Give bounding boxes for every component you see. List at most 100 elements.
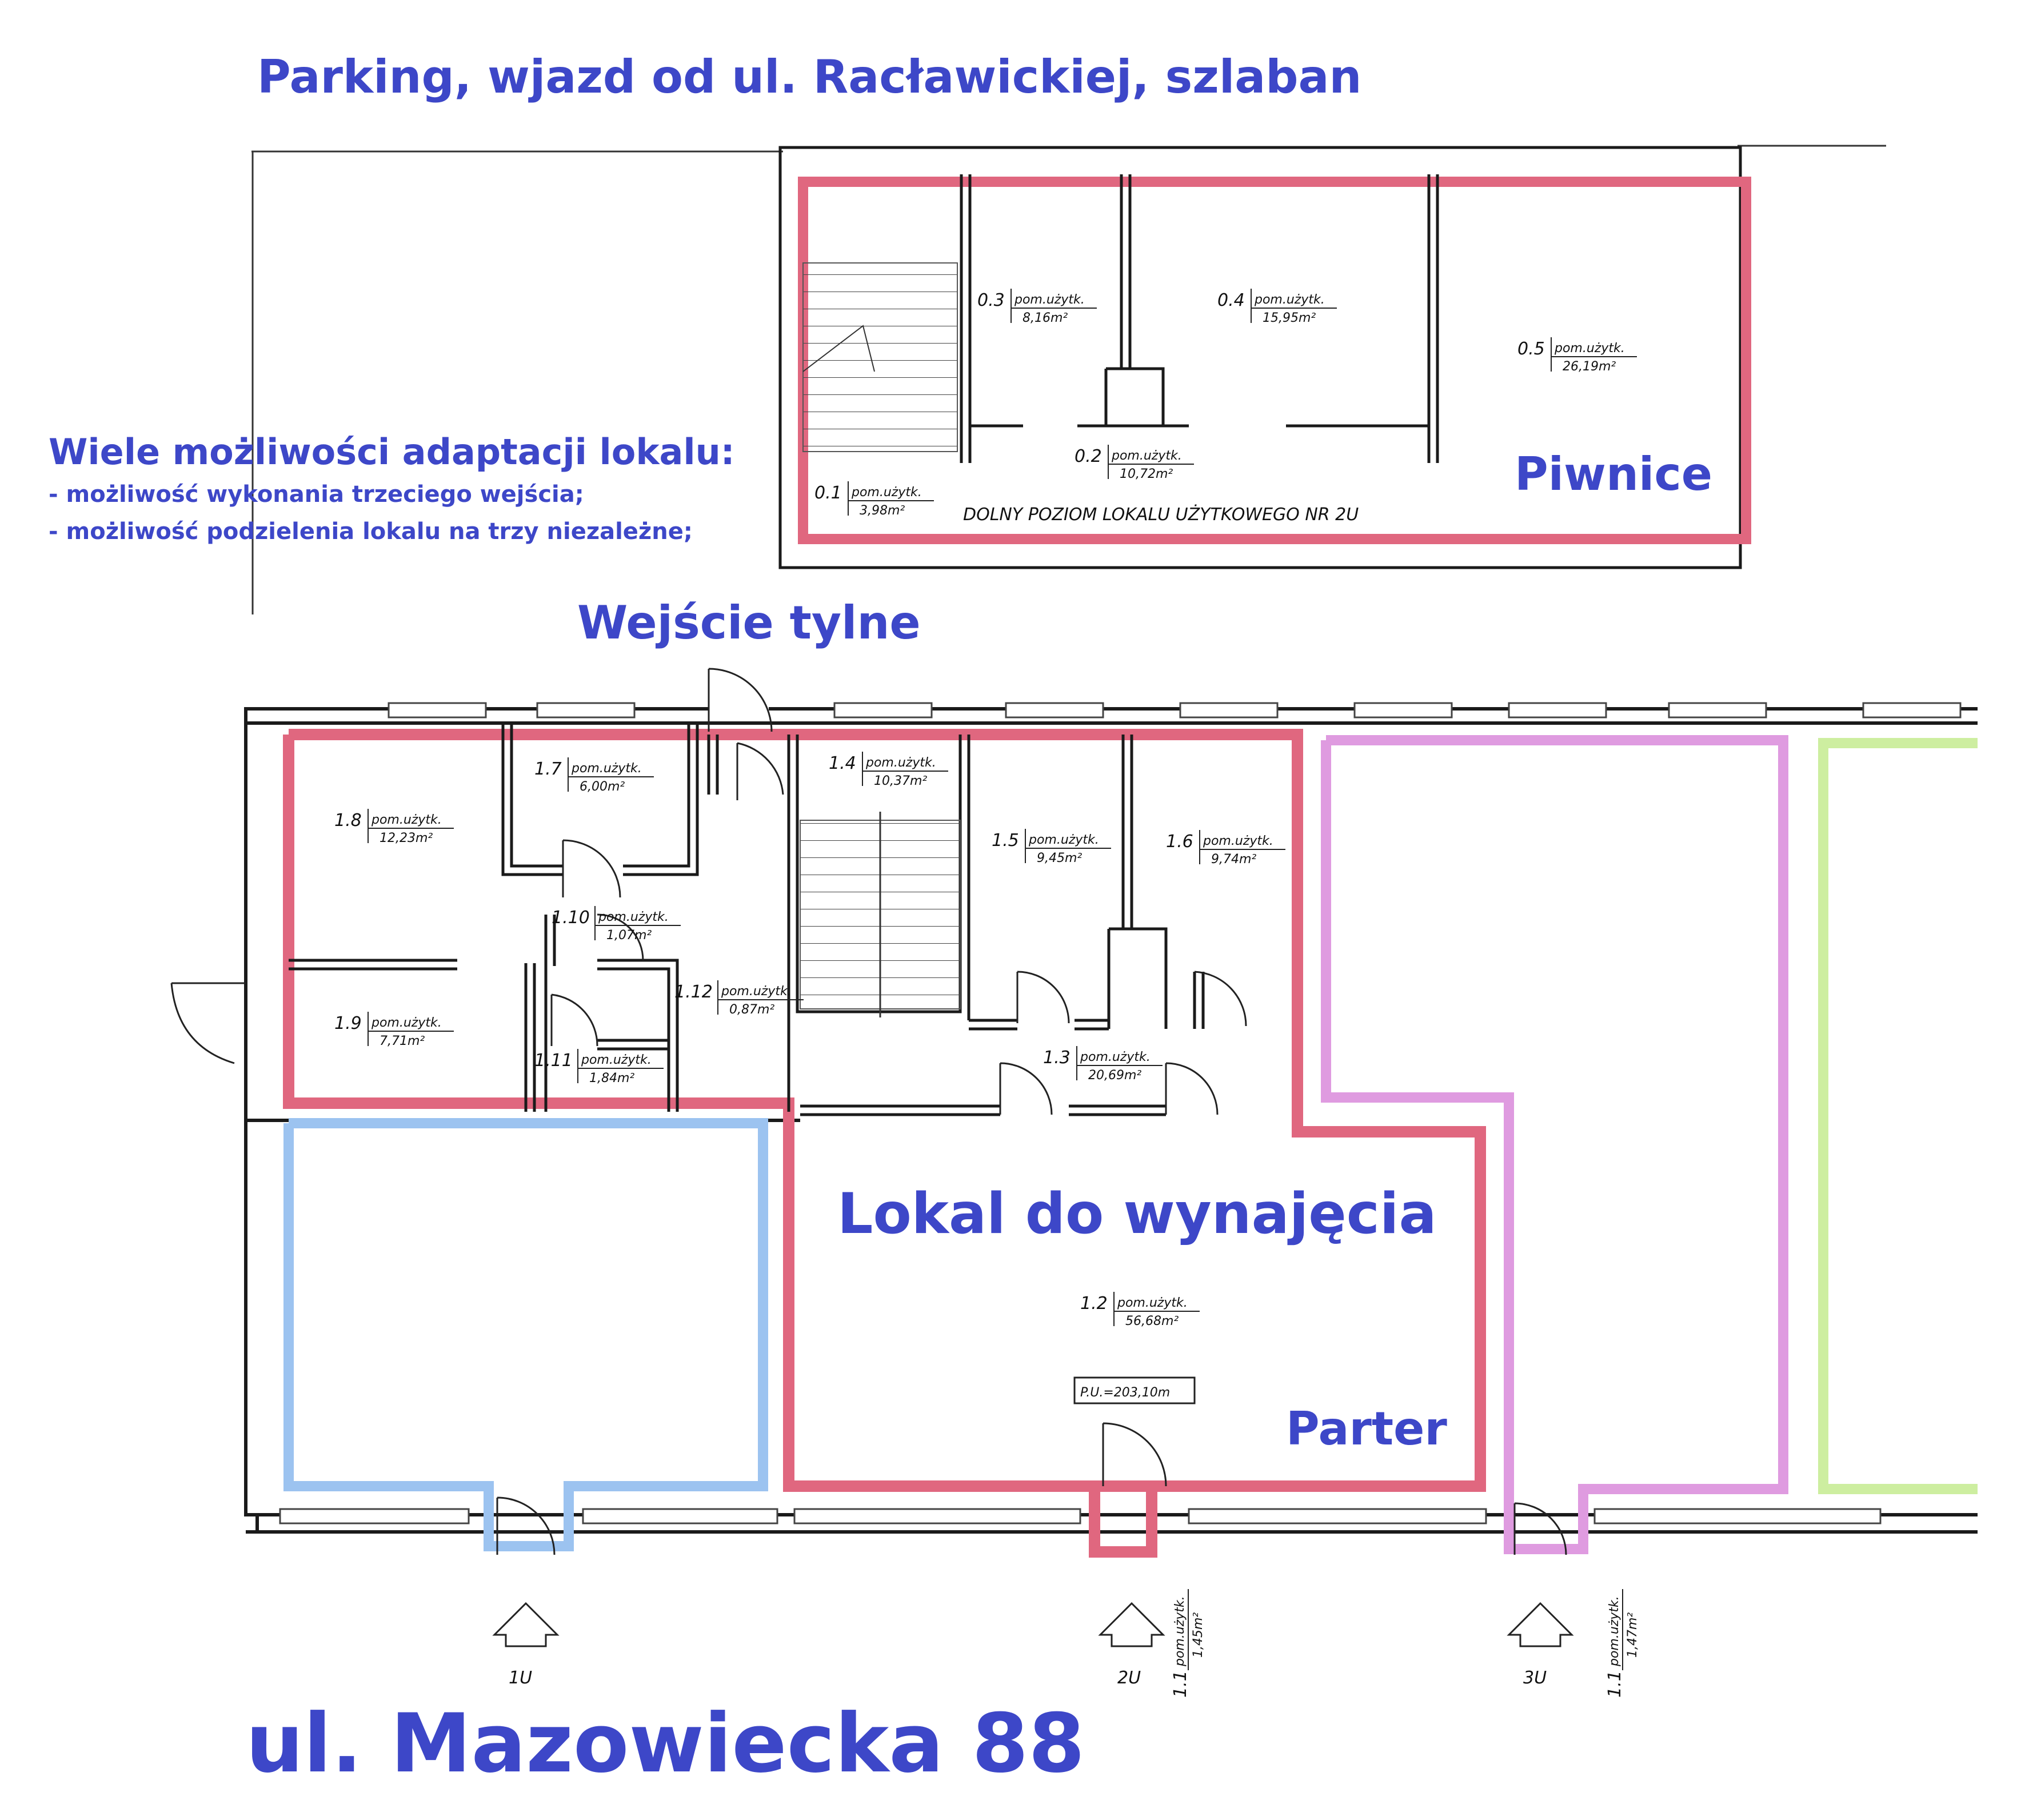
ground-floor-label: Parter [1286,1402,1447,1455]
vestibule-number: 1.1 [1605,1670,1625,1698]
entrance-arrow-1u [492,1602,560,1647]
room-type: pom.użytk. [581,1053,652,1067]
basement-outer-wall [778,146,1742,569]
basement-stairs [802,262,958,452]
room-area: 9,45m² [1037,851,1082,865]
room-area: 12,23m² [380,831,433,845]
room-label: 1.11 pom.użytk. 1,84m² [534,1049,664,1085]
for-rent-label: Lokal do wynajęcia [837,1182,1437,1247]
room-number: 1.6 [1166,832,1193,852]
room-label: 1.10 pom.użytk. 1,07m² [552,906,681,943]
room-label: 1.7 pom.użytk. 6,00m² [534,757,654,794]
room-area: 6,00m² [580,780,625,794]
room-number: 0.4 [1217,290,1245,310]
room-area: 56,68m² [1125,1314,1179,1328]
bottom-windows [279,1508,1882,1524]
basement-label: Piwnice [1515,448,1713,501]
room-type: pom.użytk. [1203,834,1273,848]
room-type: pom.użytk. [1028,833,1099,847]
adaptation-title: Wiele możliwości adaptacji lokalu: [49,431,735,473]
room-number: 0.1 [814,483,842,503]
room-area: 10,72m² [1120,467,1173,481]
room-number: 1.7 [534,759,562,779]
parking-heading: Parking, wjazd od ul. Racławickiej, szla… [257,50,1362,103]
room-type: pom.użytk. [851,485,922,500]
room-number: 1.5 [992,831,1019,851]
room-type: pom.użytk. [598,910,669,924]
vestibule-number: 1.1 [1171,1670,1191,1698]
room-type: pom.użytk. [1014,293,1085,307]
room-area: 20,69m² [1088,1068,1141,1083]
adaptation-point-2: - możliwość podzielenia lokalu na trzy n… [49,518,693,545]
basement-partitions [960,174,1439,463]
room-area: 1,07m² [606,928,652,943]
room-type: pom.użytk. [571,761,642,776]
entrance-label-1u: 1U [509,1668,532,1688]
unit-2u-outline [283,729,1486,1558]
basement-plan [778,146,1751,569]
room-label: 1.4 pom.użytk. 10,37m² [829,752,948,788]
room-number: 1.4 [829,753,856,773]
room-label: 1.6 pom.użytk. 9,74m² [1166,830,1285,867]
room-number: 1.11 [534,1051,573,1071]
room-area: 1,84m² [589,1071,634,1085]
entrance-arrows [492,1602,1574,1647]
room-type: pom.użytk. [1554,341,1625,356]
room-number: 0.3 [977,290,1005,310]
total-area-text: P.U.=203,10m [1080,1386,1170,1400]
entrance-label-3u: 3U [1523,1668,1547,1688]
room-type: pom.użytk. [1254,293,1325,307]
room-area: 10,37m² [874,774,927,788]
unit-3u-outline [1321,735,1788,1554]
room-label: 1.3 pom.użytk. 20,69m² [1043,1046,1163,1083]
room-type: pom.użytk. [1117,1296,1188,1310]
room-label: 0.2 pom.użytk. 10,72m² [1075,445,1194,481]
vestibule-type: pom.użytk. [1173,1596,1187,1667]
vestibule-type: pom.użytk. [1607,1596,1621,1667]
room-area: 26,19m² [1563,360,1616,374]
entrance-label-2u: 2U [1117,1668,1141,1688]
room-type: pom.użytk. [865,756,936,770]
vestibule-label: 1.1 pom.użytk. 1,47m² [1605,1589,1640,1698]
room-type: pom.użytk. [371,813,442,827]
vestibule-area: 1,47m² [1625,1613,1640,1658]
room-number: 0.5 [1517,339,1545,359]
room-label: 0.3 pom.użytk. 8,16m² [977,289,1097,325]
total-area-box [1073,1376,1196,1404]
neighbour-outline [1818,738,1978,1494]
basement-caption: DOLNY POZIOM LOKALU UŻYTKOWEGO NR 2U [963,504,1359,525]
room-number: 0.2 [1075,446,1102,466]
room-type: pom.użytk. [371,1016,442,1030]
back-entrance-label: Wejście tylne [577,596,921,649]
room-area: 9,74m² [1211,852,1256,867]
room-label: 0.4 pom.użytk. 15,95m² [1217,289,1337,325]
room-type: pom.użytk. [1111,449,1182,463]
site-lines [251,145,1886,614]
vestibule-area: 1,45m² [1191,1613,1205,1658]
unit-1u-outline [283,1118,768,1551]
room-area: 8,16m² [1023,311,1068,325]
room-number: 1.2 [1080,1294,1108,1314]
vestibule-label: 1.1 pom.użytk. 1,45m² [1171,1589,1205,1698]
door-swings [170,668,1567,1555]
room-area: 0,87m² [729,1003,774,1017]
room-number: 1.9 [334,1013,362,1033]
room-area: 3,98m² [860,504,905,518]
room-area: 7,71m² [380,1034,425,1048]
room-type: pom.użytk. [1080,1050,1151,1064]
room-number: 1.10 [552,908,590,928]
room-label: 1.9 pom.użytk. 7,71m² [334,1012,454,1048]
room-label: 1.2 pom.użytk. 56,68m² [1080,1292,1200,1328]
room-number: 1.3 [1043,1048,1071,1068]
top-windows [388,702,1962,719]
room-label: 1.5 pom.użytk. 9,45m² [992,829,1111,865]
interior-partitions [289,723,1205,1116]
room-label: 0.5 pom.użytk. 26,19m² [1517,337,1637,374]
room-area: 15,95m² [1263,311,1316,325]
entrance-arrow-2u [1098,1602,1165,1647]
room-label: 0.1 pom.użytk. 3,98m² [814,481,934,518]
